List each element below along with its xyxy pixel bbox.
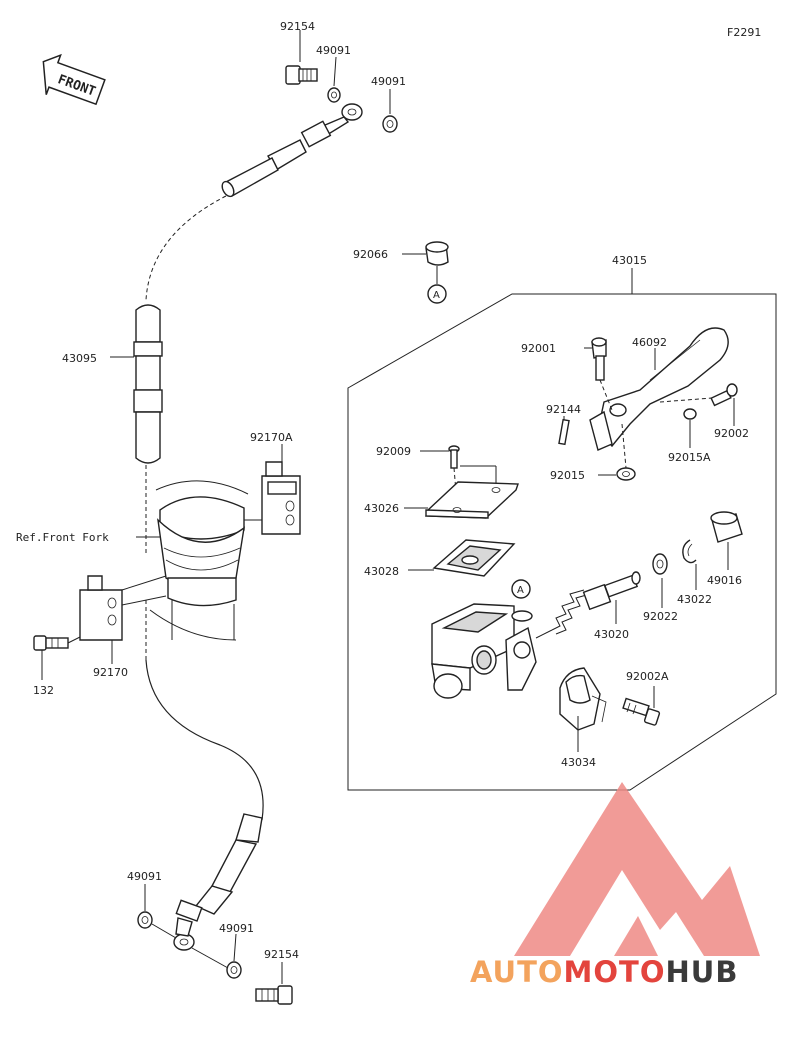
part-label-92170: 92170 bbox=[93, 666, 128, 679]
part-label-43022: 43022 bbox=[677, 593, 712, 606]
holder-43034 bbox=[559, 667, 607, 752]
part-label-92002: 92002 bbox=[714, 427, 749, 440]
diagram-code: F2291 bbox=[727, 26, 761, 39]
front-fork bbox=[149, 480, 249, 641]
washer-92022 bbox=[652, 553, 668, 608]
part-label-92002A: 92002A bbox=[626, 670, 669, 683]
watermark-moto: MOTO bbox=[564, 955, 666, 989]
svg-text:AUTOMOTOHUB: AUTOMOTOHUB bbox=[470, 955, 738, 989]
master-cylinder-assembly-box bbox=[347, 293, 777, 791]
part-label-49091-a: 49091 bbox=[316, 44, 351, 57]
part-label-49016: 49016 bbox=[707, 574, 742, 587]
ref-front-fork-label: Ref.Front Fork bbox=[16, 531, 109, 544]
part-label-92144: 92144 bbox=[546, 403, 581, 416]
nut-92015 bbox=[598, 423, 636, 481]
clamp-92170 bbox=[33, 575, 167, 651]
automotohub-watermark: AUTOMOTOHUB bbox=[470, 782, 760, 989]
reservoir-cap-92066: A bbox=[402, 241, 449, 304]
brake-lever-46092 bbox=[589, 327, 729, 451]
pin-92144 bbox=[558, 418, 570, 446]
adjuster-screw-92002 bbox=[659, 383, 738, 448]
piston-kit-43020 bbox=[535, 571, 641, 639]
part-label-92170A: 92170A bbox=[250, 431, 293, 444]
part-label-132: 132 bbox=[33, 684, 54, 697]
front-arrow-icon: FRONT bbox=[42, 53, 106, 106]
clamp-92170a bbox=[244, 461, 301, 535]
part-label-43020: 43020 bbox=[594, 628, 629, 641]
part-label-92015: 92015 bbox=[550, 469, 585, 482]
circlip-43022 bbox=[682, 539, 697, 590]
part-label-92009: 92009 bbox=[376, 445, 411, 458]
watermark-auto: AUTO bbox=[470, 955, 564, 989]
part-label-49091-d: 49091 bbox=[219, 922, 254, 935]
part-label-92015A: 92015A bbox=[668, 451, 711, 464]
part-label-92022: 92022 bbox=[643, 610, 678, 623]
part-label-43034: 43034 bbox=[561, 756, 596, 769]
bolt-92002a bbox=[622, 686, 661, 726]
part-label-92001: 92001 bbox=[521, 342, 556, 355]
pivot-bolt-92001 bbox=[584, 337, 613, 411]
part-label-49091-c: 49091 bbox=[127, 870, 162, 883]
part-label-92154-top: 92154 bbox=[280, 20, 315, 33]
reservoir-cover-43026 bbox=[404, 481, 519, 519]
brake-hose bbox=[133, 195, 264, 951]
boot-49016 bbox=[710, 511, 743, 570]
callout-a-top: A bbox=[433, 290, 440, 301]
part-label-43095: 43095 bbox=[62, 352, 97, 365]
watermark-hub: HUB bbox=[666, 955, 739, 989]
automotohub-logo-icon bbox=[514, 782, 760, 956]
part-label-43026: 43026 bbox=[364, 502, 399, 515]
part-label-92066: 92066 bbox=[353, 248, 388, 261]
lower-banjo-bolt bbox=[137, 911, 293, 1005]
part-label-92154-bot: 92154 bbox=[264, 948, 299, 961]
part-label-49091-b: 49091 bbox=[371, 75, 406, 88]
callout-a-body: A bbox=[517, 585, 524, 596]
part-label-46092: 46092 bbox=[632, 336, 667, 349]
master-cylinder-body: A bbox=[431, 579, 537, 699]
upper-banjo-bolt bbox=[221, 65, 398, 198]
diaphragm-43028 bbox=[408, 539, 516, 577]
part-label-43015: 43015 bbox=[612, 254, 647, 267]
part-label-43028: 43028 bbox=[364, 565, 399, 578]
